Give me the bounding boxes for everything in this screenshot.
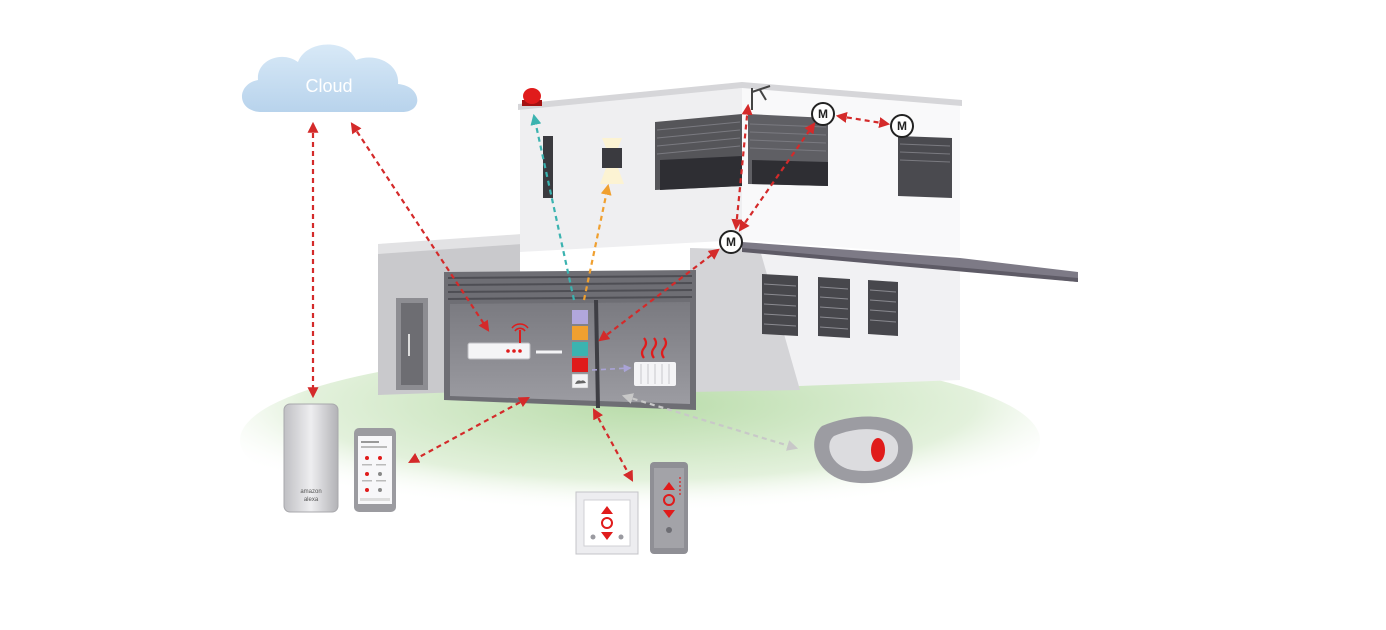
router-led-2	[512, 349, 516, 353]
door-handle	[408, 334, 410, 356]
wall-lamp-light	[600, 168, 624, 184]
remote-up-arrow-icon	[663, 482, 675, 490]
module-lilac	[572, 310, 588, 324]
alarm-beacon	[523, 88, 541, 104]
lower-window-3	[868, 280, 898, 336]
smartphone	[354, 428, 396, 512]
switch-left-button	[590, 534, 596, 540]
handheld-remote	[650, 462, 688, 554]
motor-label: M	[726, 235, 736, 249]
mower-red-button	[871, 438, 885, 462]
connections	[307, 103, 891, 482]
smart-speaker: amazon alexa	[283, 403, 339, 513]
motor-awning: M	[719, 230, 743, 254]
upper-window-glass-left	[660, 156, 742, 190]
cloud-shape	[241, 44, 418, 112]
upper-window-right	[898, 136, 952, 198]
switch-stop-button	[601, 517, 613, 529]
phone-app-rows	[360, 441, 390, 501]
link-controller-mower	[621, 393, 799, 451]
motor-label: M	[818, 107, 828, 121]
motor-label: M	[897, 119, 907, 133]
link-controller-motor	[598, 248, 720, 342]
cloud: Cloud	[241, 44, 418, 112]
switch-up-arrow-icon	[601, 506, 613, 514]
wall-lamp	[602, 148, 622, 168]
router-led-3	[518, 349, 522, 353]
cloud-label: Cloud	[305, 76, 352, 96]
upper-roof-edge	[518, 82, 962, 110]
link-controller-phone	[408, 396, 530, 464]
slit-window	[543, 136, 553, 198]
wall-switch	[575, 491, 639, 555]
robotic-mower	[814, 416, 913, 484]
module-teal	[572, 342, 588, 356]
lower-window-slats	[763, 283, 897, 330]
remote-channel-dots	[679, 477, 681, 495]
link-controller-lamp	[582, 183, 612, 301]
link-controller-remotes	[592, 408, 634, 482]
wall-lamp-light-up	[602, 138, 622, 148]
upper-window-right-slats	[899, 143, 951, 163]
remote-face	[654, 468, 684, 548]
motor-top-right: M	[890, 114, 914, 138]
router-led-1	[506, 349, 510, 353]
switch-down-arrow-icon	[601, 532, 613, 540]
mower-top	[829, 429, 899, 471]
speaker-brand: amazon	[300, 489, 321, 495]
remote-down-arrow-icon	[663, 510, 675, 518]
upper-window-glass-mid	[752, 160, 828, 186]
remote-small-button	[666, 527, 672, 533]
link-motor-motor-diagonal	[738, 122, 816, 232]
garage-pillar	[594, 299, 600, 409]
wifi-signal-icon	[511, 323, 529, 332]
link-controller-radiator	[591, 364, 632, 373]
link-controller-alarm	[530, 113, 576, 301]
controller-module	[571, 310, 589, 389]
speaker-product: alexa	[304, 497, 319, 503]
router	[467, 323, 562, 360]
module-orange	[572, 326, 588, 340]
awning-edge	[742, 248, 1078, 282]
speaker-body	[283, 403, 339, 513]
router-body	[467, 342, 531, 360]
lower-windows	[762, 274, 898, 338]
module-red	[572, 358, 588, 372]
module-cloud-icon	[575, 380, 586, 384]
switch-right-button	[618, 534, 624, 540]
motor-top-left: M	[811, 102, 835, 126]
remote-stop-button	[663, 494, 675, 506]
side-door-panel	[401, 303, 423, 385]
